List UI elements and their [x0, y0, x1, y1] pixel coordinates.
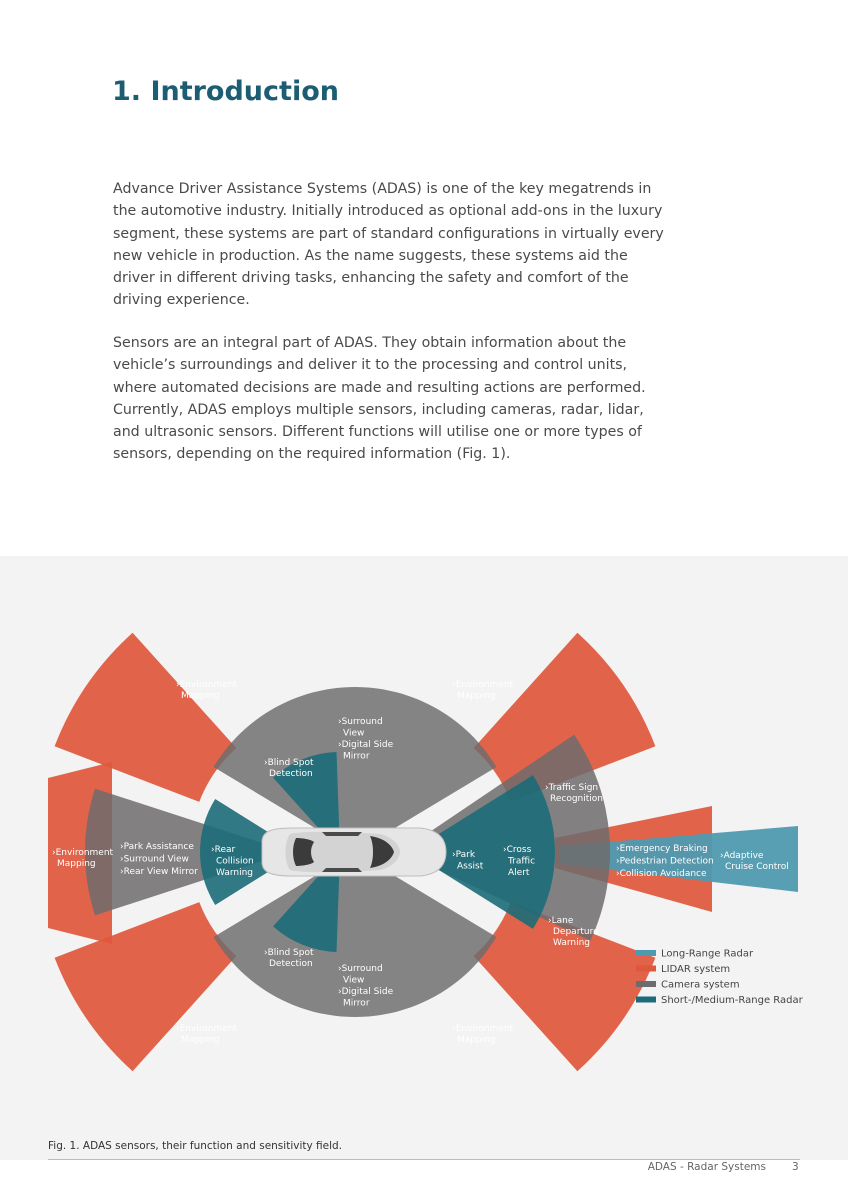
page-number: 3 [792, 1161, 799, 1173]
radar-field-front [410, 775, 555, 929]
long-range-radar-field [560, 826, 798, 892]
label-rear-camera: ›Park Assistance›Surround View›Rear View… [120, 842, 198, 877]
intro-paragraph-1: Advance Driver Assistance Systems (ADAS)… [113, 181, 664, 309]
legend-swatch [636, 965, 656, 972]
legend-swatch [636, 950, 656, 956]
lidar-field-top-left [54, 632, 237, 802]
legend-swatch [636, 981, 656, 987]
legend-swatch [636, 996, 656, 1003]
footer-divider [48, 1159, 800, 1160]
radar-field-blind-spot-top [273, 752, 340, 852]
lidar-field-bottom-right [473, 902, 656, 1072]
section-heading: 1. Introduction [112, 76, 339, 107]
car-illustration [261, 827, 447, 877]
label-front-lidar: ›Emergency Braking›Pedestrian Detection›… [616, 844, 714, 879]
legend-label: Camera system [661, 980, 740, 991]
legend-label: LIDAR system [661, 964, 730, 975]
intro-paragraph-2: Sensors are an integral part of ADAS. Th… [113, 335, 646, 463]
camera-field-rear [84, 788, 290, 916]
lidar-field-bottom-left [54, 902, 237, 1072]
radar-field-blind-spot-bottom [273, 852, 340, 952]
radar-field-rear [199, 799, 300, 905]
camera-field-top [213, 687, 497, 852]
camera-field-bottom [213, 852, 497, 1017]
footer-title: ADAS - Radar Systems [647, 1161, 766, 1173]
legend-label: Short-/Medium-Range Radar [661, 995, 804, 1006]
figure-caption: Fig. 1. ADAS sensors, their function and… [48, 1140, 343, 1152]
lidar-field-top-right [473, 632, 656, 802]
legend-label: Long-Range Radar [661, 949, 754, 960]
